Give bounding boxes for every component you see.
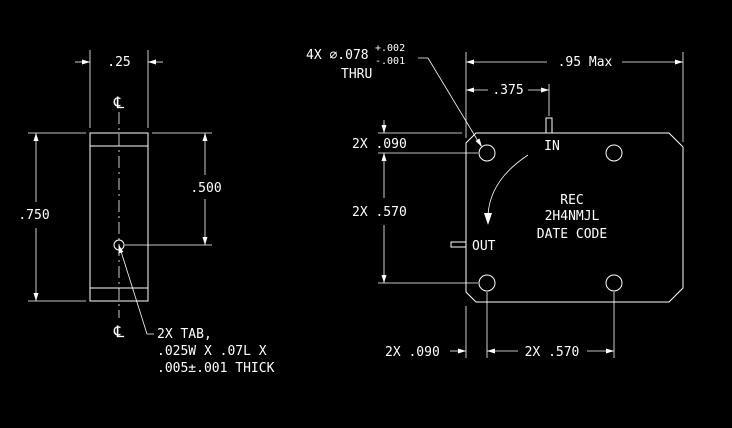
mount-hole-bottom-right	[605, 274, 623, 292]
dim-in-arrow-right	[541, 87, 549, 93]
tab-note-line-3: .005±.001 THICK	[157, 361, 275, 376]
out-tab	[450, 241, 467, 248]
hole-note-prefix: 4X ⌀.078	[306, 48, 369, 63]
out-label: OUT	[472, 239, 496, 254]
centerline-symbol-top: ℄	[113, 93, 125, 112]
marking-line-3: DATE CODE	[537, 227, 607, 242]
dim-height-arrow-top	[33, 133, 39, 141]
signal-flow-arrowhead	[484, 213, 492, 225]
centerline-symbol-bottom: ℄	[113, 322, 125, 341]
dim-090-bottom-arrow	[458, 348, 466, 354]
side-view: ℄ ℄ .25 .750 .500 2X TAB, .025W X .07L X…	[18, 50, 275, 376]
hole-note-leader	[418, 57, 482, 147]
mount-hole-top-right	[605, 144, 623, 162]
tab-note-leader	[118, 244, 154, 335]
dim-570-horiz-arrow-left	[487, 348, 495, 354]
marking-line-1: REC	[560, 193, 583, 208]
dim-height-arrow-bottom	[33, 293, 39, 301]
hole-note-tol-plus: +.002	[375, 43, 405, 54]
mount-hole-top-left	[478, 144, 496, 162]
in-tab	[545, 117, 553, 134]
dim-width-label: .25	[107, 55, 130, 70]
dim-in-label: .375	[492, 83, 523, 98]
dim-570-vert-arrow-top	[381, 153, 387, 161]
dim-height-label: .750	[18, 208, 49, 223]
dim-tab-label: .500	[190, 181, 221, 196]
signal-flow-arc	[487, 154, 529, 216]
tab-note-line-1: 2X TAB,	[157, 327, 212, 342]
front-body-outline	[465, 132, 684, 303]
dim-in-arrow-left	[466, 87, 474, 93]
dim-tab-arrow-top	[202, 133, 208, 141]
dim-090-top-arrow	[381, 125, 387, 133]
hole-note-leader-arrow	[475, 138, 482, 147]
dim-tab-arrow-bottom	[202, 237, 208, 245]
dim-width-arrow-left	[82, 59, 90, 65]
tab-note-line-2: .025W X .07L X	[157, 344, 267, 359]
dim-090-top-label: 2X .090	[352, 137, 407, 152]
dim-overall-arrow-right	[675, 59, 683, 65]
dim-570-horiz-arrow-right	[606, 348, 614, 354]
front-view: IN OUT REC 2H4NMJL DATE CODE 4X ⌀.078 +.…	[306, 43, 684, 360]
dim-570-vert-label: 2X .570	[352, 205, 407, 220]
mount-hole-bottom-left	[478, 274, 496, 292]
side-body-outline	[89, 132, 149, 302]
marking-line-2: 2H4NMJL	[545, 209, 600, 224]
dim-width-arrow-right	[148, 59, 156, 65]
dim-090-bottom-label: 2X .090	[385, 345, 440, 360]
in-label: IN	[544, 139, 560, 154]
dim-570-horiz-label: 2X .570	[525, 345, 580, 360]
tab-note-leader-arrow	[118, 245, 124, 254]
dim-overall-arrow-left	[466, 59, 474, 65]
hole-note-thru: THRU	[341, 67, 372, 82]
dim-570-vert-arrow-bottom	[381, 275, 387, 283]
hole-note-tol-minus: -.001	[375, 56, 405, 67]
dim-overall-label: .95 Max	[558, 55, 613, 70]
